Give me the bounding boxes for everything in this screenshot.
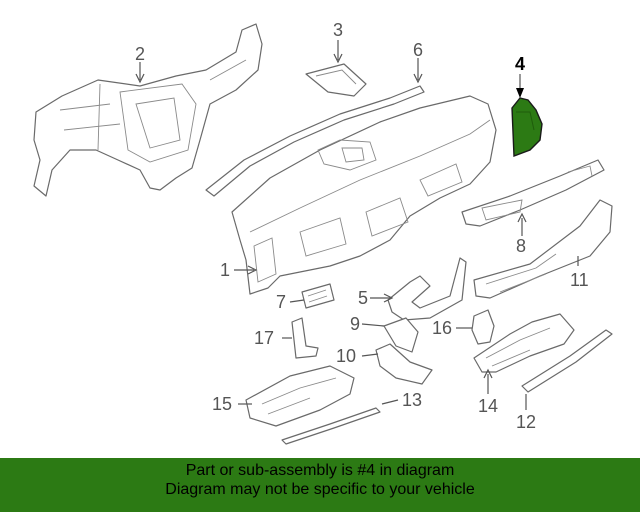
callout-13[interactable]: 13 bbox=[402, 390, 422, 410]
callout-9[interactable]: 9 bbox=[350, 314, 360, 334]
banner-line-2: Diagram may not be specific to your vehi… bbox=[165, 481, 475, 498]
callout-12[interactable]: 12 bbox=[516, 412, 536, 432]
callout-11[interactable]: 11 bbox=[570, 270, 589, 290]
callout-4[interactable]: 4 bbox=[515, 54, 525, 74]
callout-15[interactable]: 15 bbox=[212, 394, 232, 414]
part-1-instrument-panel[interactable] bbox=[231, 95, 497, 295]
leader-lines bbox=[135, 40, 579, 410]
part-4-highlighted-part[interactable] bbox=[511, 97, 543, 157]
callout-16[interactable]: 16 bbox=[432, 318, 452, 338]
part-12-thin-strip[interactable] bbox=[521, 329, 613, 393]
part-11-dash-trim[interactable] bbox=[473, 199, 613, 299]
part-8-right-trim[interactable] bbox=[461, 159, 605, 227]
callout-6[interactable]: 6 bbox=[413, 40, 423, 60]
parts-diagram: 2 3 6 4 1 7 5 9 10 16 17 8 11 14 12 15 1… bbox=[33, 20, 613, 445]
banner-line-1: Part or sub-assembly is #4 in diagram bbox=[185, 462, 455, 479]
part-13-rod[interactable] bbox=[281, 407, 381, 445]
callout-14[interactable]: 14 bbox=[478, 396, 498, 416]
callout-17[interactable]: 17 bbox=[254, 328, 274, 348]
callout-3[interactable]: 3 bbox=[333, 20, 343, 40]
part-3-upper-cover[interactable] bbox=[305, 63, 367, 97]
callout-5[interactable]: 5 bbox=[358, 288, 368, 308]
part-15-lower-panel[interactable] bbox=[245, 365, 355, 427]
notice-banner: Part or sub-assembly is #4 in diagram Di… bbox=[0, 458, 640, 512]
callout-1[interactable]: 1 bbox=[220, 260, 230, 280]
part-7-small-panel[interactable] bbox=[301, 283, 335, 309]
callout-2[interactable]: 2 bbox=[135, 44, 145, 64]
part-5-curved-trim[interactable] bbox=[387, 257, 467, 321]
callout-8[interactable]: 8 bbox=[516, 236, 526, 256]
callout-7[interactable]: 7 bbox=[276, 292, 286, 312]
part-6-trim-strip[interactable] bbox=[205, 85, 425, 197]
part-2-support-frame[interactable] bbox=[33, 23, 263, 197]
part-10-lower-bracket[interactable] bbox=[375, 343, 433, 385]
part-9-bracket[interactable] bbox=[383, 317, 419, 353]
callout-10[interactable]: 10 bbox=[336, 346, 356, 366]
part-17-bracket[interactable] bbox=[291, 317, 319, 359]
callout-labels: 2 3 6 4 1 7 5 9 10 16 17 8 11 14 12 15 1… bbox=[135, 20, 589, 432]
part-16-clip[interactable] bbox=[471, 309, 495, 345]
